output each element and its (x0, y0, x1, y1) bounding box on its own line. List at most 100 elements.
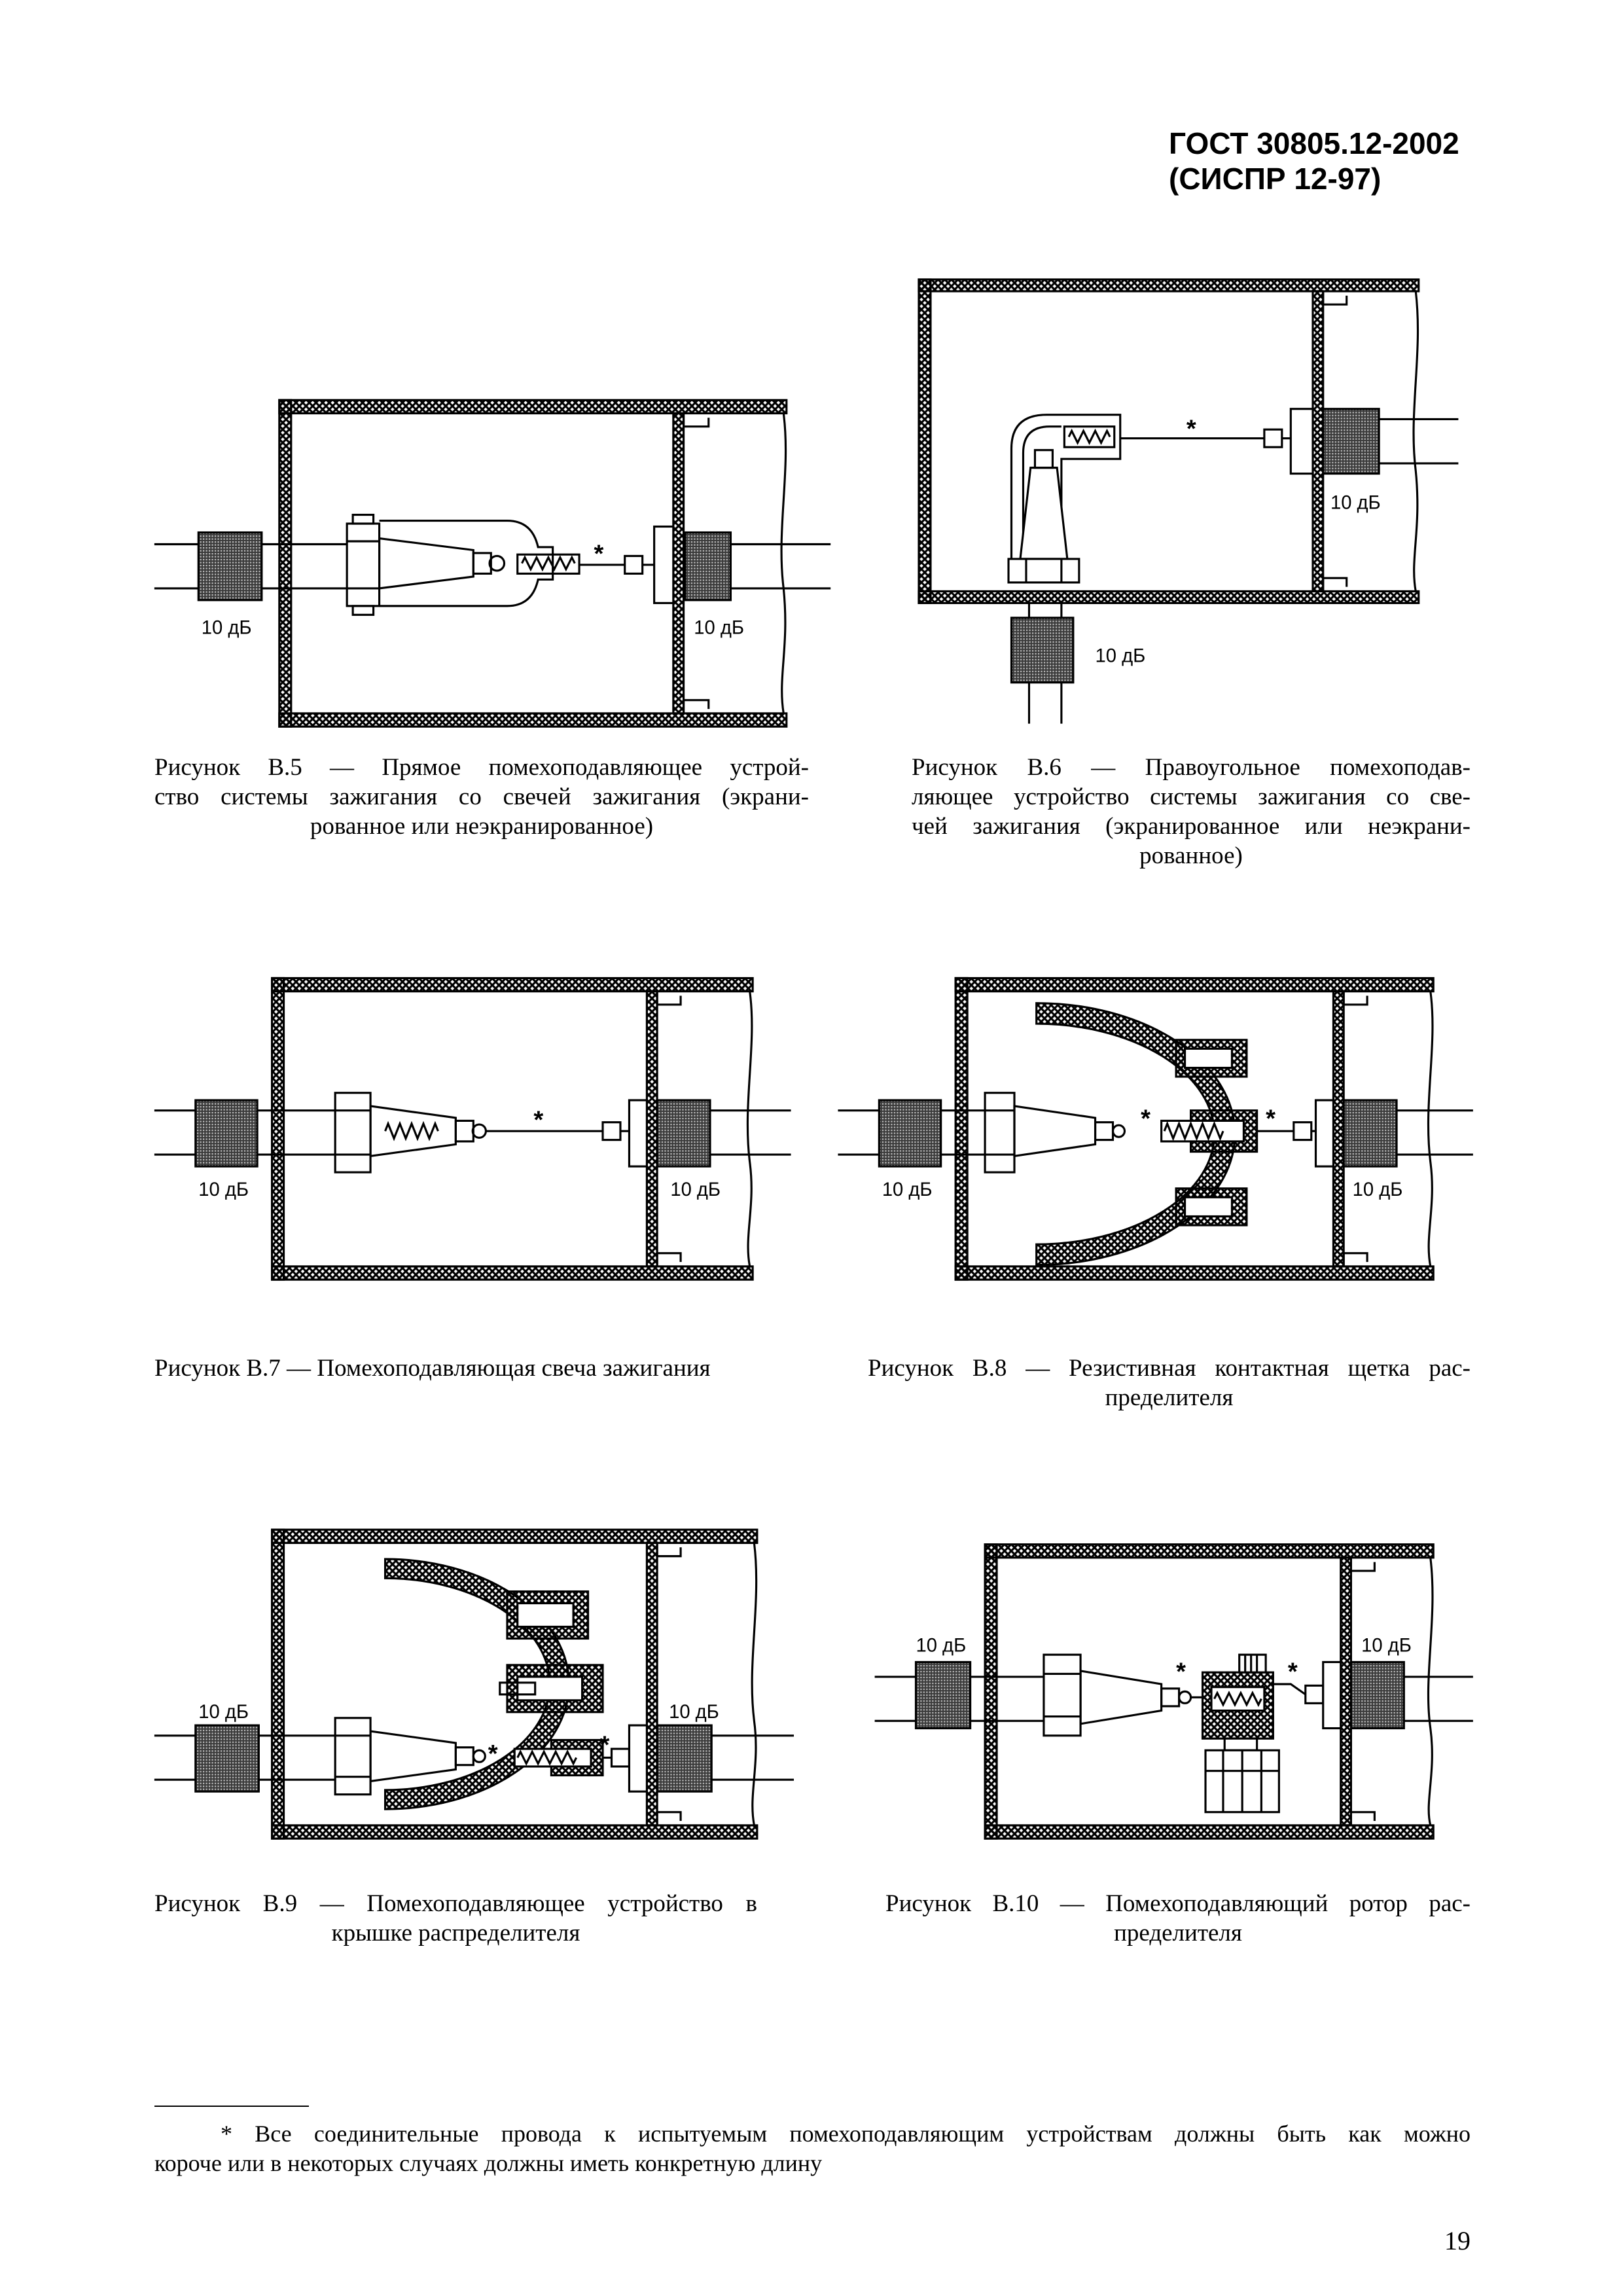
caption-line: пределителя (1105, 1384, 1234, 1411)
wire-length-mark: * (1176, 1657, 1186, 1685)
rotor-resistor (1213, 1691, 1262, 1708)
socket-opening (516, 1676, 584, 1702)
partition-bracket (1349, 1557, 1376, 1825)
suppressor-housing (379, 519, 554, 607)
figure-b9-drawing: * * 10 дБ 10 дБ (154, 1528, 794, 1840)
caption-line: Рисунок В.6 — Правоугольное помехоподав- (912, 754, 1471, 781)
spark-plug-hex (334, 1092, 372, 1174)
suppressor-spring (384, 1121, 439, 1141)
rotor-stem (1223, 1737, 1258, 1751)
feedthrough (628, 1099, 648, 1168)
shield-top-wall (918, 278, 1420, 293)
shield-partition (672, 412, 685, 715)
angle-connector (1010, 414, 1122, 559)
figure-b10-caption: Рисунок В.10 — Помехоподавляющий ротор р… (885, 1889, 1471, 1948)
shield-left-wall (918, 278, 932, 604)
terminal-knob (472, 1749, 486, 1763)
wire-connector (601, 1121, 622, 1141)
shield-top-wall (278, 399, 788, 415)
standard-number: ГОСТ 30805.12-2002 (1169, 126, 1459, 160)
spark-plug-insulator (378, 537, 474, 590)
wire-connector (1304, 1684, 1325, 1704)
figure-b5-drawing: * 10 дБ 10 дБ (154, 399, 831, 728)
partition-bracket (1322, 291, 1348, 592)
wire-length-mark: * (600, 1731, 610, 1759)
caption-line: крышке распределителя (331, 1920, 580, 1946)
wire-length-mark: * (1186, 414, 1196, 442)
attenuation-label: 10 дБ (916, 1636, 966, 1657)
spark-plug-terminal (1160, 1687, 1181, 1708)
spark-plug-terminal (472, 552, 492, 575)
shield-left-wall (271, 1528, 285, 1840)
attenuation-label: 10 дБ (202, 618, 252, 639)
attenuator-right (656, 1099, 711, 1168)
spark-plug-hex (346, 522, 381, 607)
shield-bottom-wall (271, 1824, 758, 1840)
figure-b8-caption: Рисунок В.8 — Резистивная контактная щет… (868, 1354, 1471, 1412)
shield-bottom-wall (984, 1824, 1435, 1840)
caption-line: Рисунок В.10 — Помехоподавляющий ротор р… (885, 1890, 1471, 1917)
shield-top-wall (271, 977, 754, 993)
partition-bracket (682, 413, 710, 713)
page-number: 19 (1444, 2226, 1471, 2255)
feedthrough (1322, 1660, 1342, 1730)
break-line (1427, 991, 1434, 1267)
figure-b7-caption: Рисунок В.7 — Помехоподавляющая свеча за… (154, 1354, 809, 1383)
figure-b5-caption: Рисунок В.5 — Прямое помехоподавляющее у… (154, 753, 809, 841)
figure-b7-drawing: * 10 дБ 10 дБ (154, 977, 791, 1281)
shield-partition (1311, 290, 1325, 592)
spark-plug-hex (1007, 558, 1080, 584)
attenuator-left (197, 531, 263, 601)
shield-partition (645, 990, 658, 1268)
terminal-knob (471, 1123, 488, 1139)
socket-opening (516, 1602, 575, 1628)
wire-length-mark: * (1141, 1104, 1150, 1132)
footnote-separator (154, 2106, 309, 2107)
shield-top-wall (954, 977, 1435, 993)
attenuator-left (194, 1099, 259, 1168)
attenuation-label: 10 дБ (1096, 645, 1146, 666)
standard-reference: (СИСПР 12-97) (1169, 162, 1382, 196)
attenuator-left (194, 1724, 260, 1793)
wire-length-mark: * (1288, 1657, 1298, 1685)
wire-length-mark: * (533, 1106, 543, 1134)
feedthrough (628, 1724, 648, 1793)
figure-b9-caption: Рисунок В.9 — Помехоподавляющее устройст… (154, 1889, 757, 1948)
spark-plug-hex (334, 1717, 372, 1796)
rotor-top-terminal-ribs (1244, 1655, 1258, 1673)
resistor-housing (1063, 425, 1116, 448)
attenuator-right (1322, 408, 1380, 475)
shield-left-wall (271, 977, 285, 1281)
caption-line: рованное) (1139, 842, 1243, 869)
attenuation-label: 10 дБ (198, 1179, 249, 1200)
attenuation-label: 10 дБ (1353, 1179, 1403, 1200)
break-line (751, 1543, 758, 1826)
break-line (1427, 1557, 1434, 1826)
hex-flange (351, 605, 375, 616)
caption-line: чей зажигания (экранированное или неэкра… (912, 813, 1471, 840)
attenuation-label: 10 дБ (1361, 1636, 1412, 1657)
attenuator-bottom (1010, 617, 1075, 684)
shield-bottom-wall (278, 712, 788, 728)
attenuation-label: 10 дБ (882, 1179, 933, 1200)
spark-plug-hex (1043, 1653, 1082, 1737)
socket-opening (1184, 1047, 1234, 1069)
attenuator-right (684, 531, 732, 601)
caption-line: Рисунок В.9 — Помехоподавляющее устройст… (154, 1890, 757, 1917)
resistive-brush-spring (1163, 1121, 1224, 1141)
shield-partition (1332, 990, 1345, 1268)
wire-length-mark: * (1266, 1104, 1275, 1132)
feedthrough (1289, 408, 1314, 475)
suppressor-spring (516, 1749, 577, 1767)
angle-connector-inner (1022, 425, 1061, 559)
shield-partition (645, 1541, 658, 1827)
shield-left-wall (278, 399, 293, 728)
caption-line: пределителя (1114, 1920, 1242, 1946)
spark-plug-terminal (454, 1746, 474, 1767)
spark-plug-insulator (1013, 1105, 1097, 1158)
attenuator-right (1349, 1660, 1405, 1730)
socket-electrode (499, 1681, 537, 1696)
wire-connector (610, 1748, 631, 1768)
spark-plug-hex (984, 1092, 1016, 1174)
